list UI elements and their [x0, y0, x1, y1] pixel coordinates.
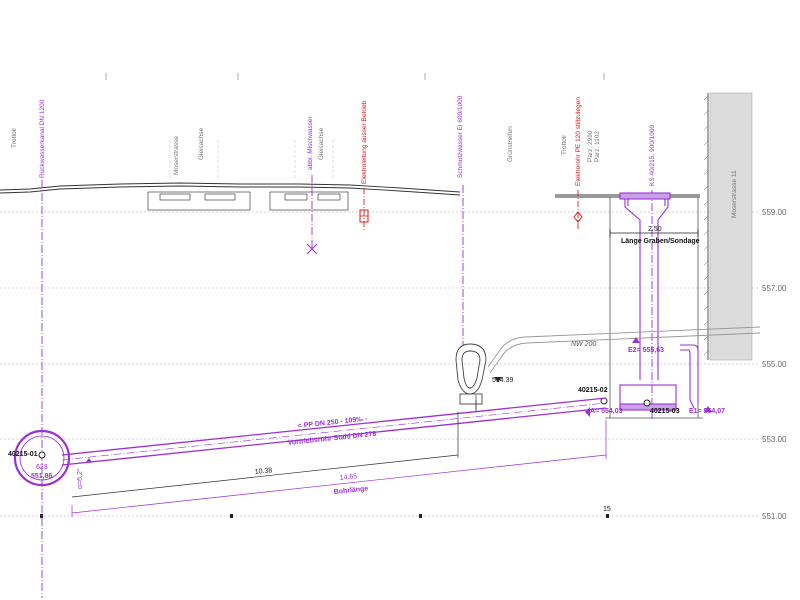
- trench-length-label: Länge Graben/Sondage: [621, 238, 700, 245]
- level-55439-label: 554.39: [492, 377, 514, 384]
- elevation-555: 555.00: [762, 360, 787, 369]
- trench-width-dimension: [609, 229, 699, 237]
- label-schmutzwasser: Schmutzwasser Ei 600/1000: [457, 95, 464, 178]
- top-ticks: [105, 73, 605, 80]
- node-40215-01-icon: [38, 451, 46, 459]
- bottom-axis-ticks: [40, 514, 609, 518]
- e2-marker-icon: [632, 337, 640, 343]
- label-gleisachse-1: Gleisachse: [198, 127, 205, 160]
- pipe-axis: [61, 402, 607, 461]
- e1-label: E1= 554,07: [689, 408, 725, 415]
- node-40215-02-label: 40215-02: [578, 387, 608, 394]
- label-moserstrasse-11: Moserstrasse 11: [731, 170, 738, 218]
- elektro-axes: [363, 188, 579, 232]
- label-trottoir-left: Trottoir: [11, 127, 18, 148]
- label-rueckwasser: Rückwasserkanal DN 1200: [39, 99, 46, 178]
- cross-marker-icon: [306, 243, 318, 255]
- dimension-1465: [71, 420, 607, 517]
- shaft-diameter-label: 623: [36, 464, 48, 471]
- elevation-grid: [0, 211, 760, 517]
- label-parz-2990: Parz. 2990: [587, 130, 594, 162]
- dimension-1038-label: 10.38: [254, 467, 272, 476]
- dimension-1465-label: 14.65: [339, 473, 357, 482]
- label-ks: KS 40/215, 900/1000: [649, 125, 656, 186]
- node-40215-03-icon: [643, 399, 651, 407]
- shaft-bottom-label: 551,86: [31, 473, 53, 480]
- level-marker-icon: [494, 377, 502, 382]
- pipe-start-marker-icon: [86, 458, 92, 462]
- nw200-label: NW 200: [571, 341, 596, 348]
- elevation-559: 559.00: [762, 208, 787, 217]
- pipe-spec-label: < PP DN 250 - 109‰ -: [297, 416, 368, 430]
- node-40215-01-label: 40215-01: [8, 451, 38, 458]
- node-40215-03-label: 40215-03: [650, 408, 680, 415]
- angle-label: α=6,2°: [76, 468, 84, 489]
- elevation-553: 553.00: [762, 435, 787, 444]
- label-parz-1102: Parz. 1102: [594, 131, 601, 162]
- e2-label: E2= 555,63: [628, 347, 664, 354]
- egg-sewer: [455, 343, 487, 405]
- label-gleisachse-2: Gleisachse: [318, 127, 325, 160]
- segment-15-label: 15: [603, 506, 611, 513]
- trench-width-label: 2.50: [648, 226, 662, 233]
- main-pipe: [61, 397, 607, 466]
- track-boxes: [147, 191, 349, 211]
- e1-marker-icon: [704, 406, 712, 412]
- shaft-01: [13, 429, 71, 487]
- elektrorohr-diamond-icon: [573, 211, 583, 223]
- elevation-551: 551.00: [762, 512, 787, 521]
- label-mischwasser: abbr. Mischwasser: [307, 115, 314, 170]
- label-elektro: Elektroleitung ausser Betrieb: [361, 101, 368, 184]
- dimension-1038: [71, 400, 477, 498]
- a-label: A= 554,03: [590, 408, 623, 415]
- building-wall: [703, 92, 753, 361]
- pipe-axes: [41, 175, 653, 598]
- road-surface: [0, 182, 700, 198]
- label-moserstrasse: Moserstrasse: [173, 136, 180, 175]
- vertical-guides: [169, 140, 334, 180]
- bohrlaenge-label: Bohrlänge: [333, 485, 368, 496]
- label-elektrorohr: Elektrorohr PE 120 stillzulegen: [575, 97, 582, 186]
- nw200-pipe: [487, 326, 761, 374]
- elevation-557: 557.00: [762, 284, 787, 293]
- shaft-structure: [619, 192, 677, 411]
- label-trottoir-right: Trottoir: [561, 134, 568, 155]
- connection-pipe: [680, 344, 699, 409]
- label-gruenstreifen: Grünstreifen: [507, 126, 514, 162]
- pipe-casing-label: Vortriebsrohr Stahl DN 278: [287, 431, 376, 447]
